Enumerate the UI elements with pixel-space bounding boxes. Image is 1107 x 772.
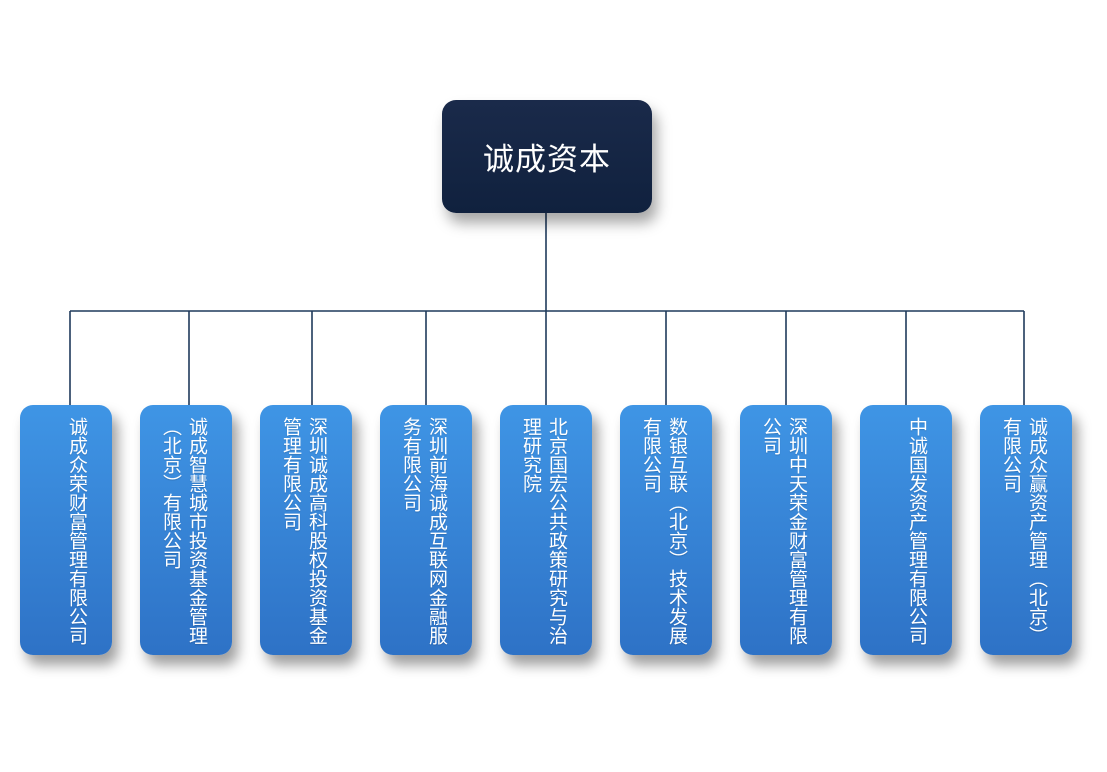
root-node: 诚成资本 [442, 100, 652, 213]
child-node-7: 深圳中天荣金财富管理有限公司 [740, 405, 832, 655]
child-node-label: 中诚国发资产管理有限公司 [906, 417, 928, 645]
child-node-9: 诚成众赢资产管理（北京）有限公司 [980, 405, 1072, 655]
child-node-4: 深圳前海诚成互联网金融服务有限公司 [380, 405, 472, 655]
child-node-label: 深圳前海诚成互联网金融服务有限公司 [400, 417, 448, 645]
child-node-6: 数银互联（北京）技术发展有限公司 [620, 405, 712, 655]
child-node-3: 深圳诚成高科股权投资基金管理有限公司 [260, 405, 352, 655]
root-node-label: 诚成资本 [483, 142, 611, 178]
child-node-label: 诚成智慧城市投资基金管理（北京）有限公司 [160, 417, 208, 645]
child-node-label: 深圳诚成高科股权投资基金管理有限公司 [280, 417, 328, 645]
child-node-label: 诚成众赢资产管理（北京）有限公司 [1000, 417, 1048, 645]
child-node-label: 北京国宏公共政策研究与治理研究院 [520, 417, 568, 645]
child-node-label: 数银互联（北京）技术发展有限公司 [640, 417, 688, 645]
child-node-1: 诚成众荣财富管理有限公司 [20, 405, 112, 655]
child-node-5: 北京国宏公共政策研究与治理研究院 [500, 405, 592, 655]
child-node-label: 深圳中天荣金财富管理有限公司 [760, 417, 808, 645]
child-node-2: 诚成智慧城市投资基金管理（北京）有限公司 [140, 405, 232, 655]
child-node-label: 诚成众荣财富管理有限公司 [66, 417, 88, 645]
child-node-8: 中诚国发资产管理有限公司 [860, 405, 952, 655]
